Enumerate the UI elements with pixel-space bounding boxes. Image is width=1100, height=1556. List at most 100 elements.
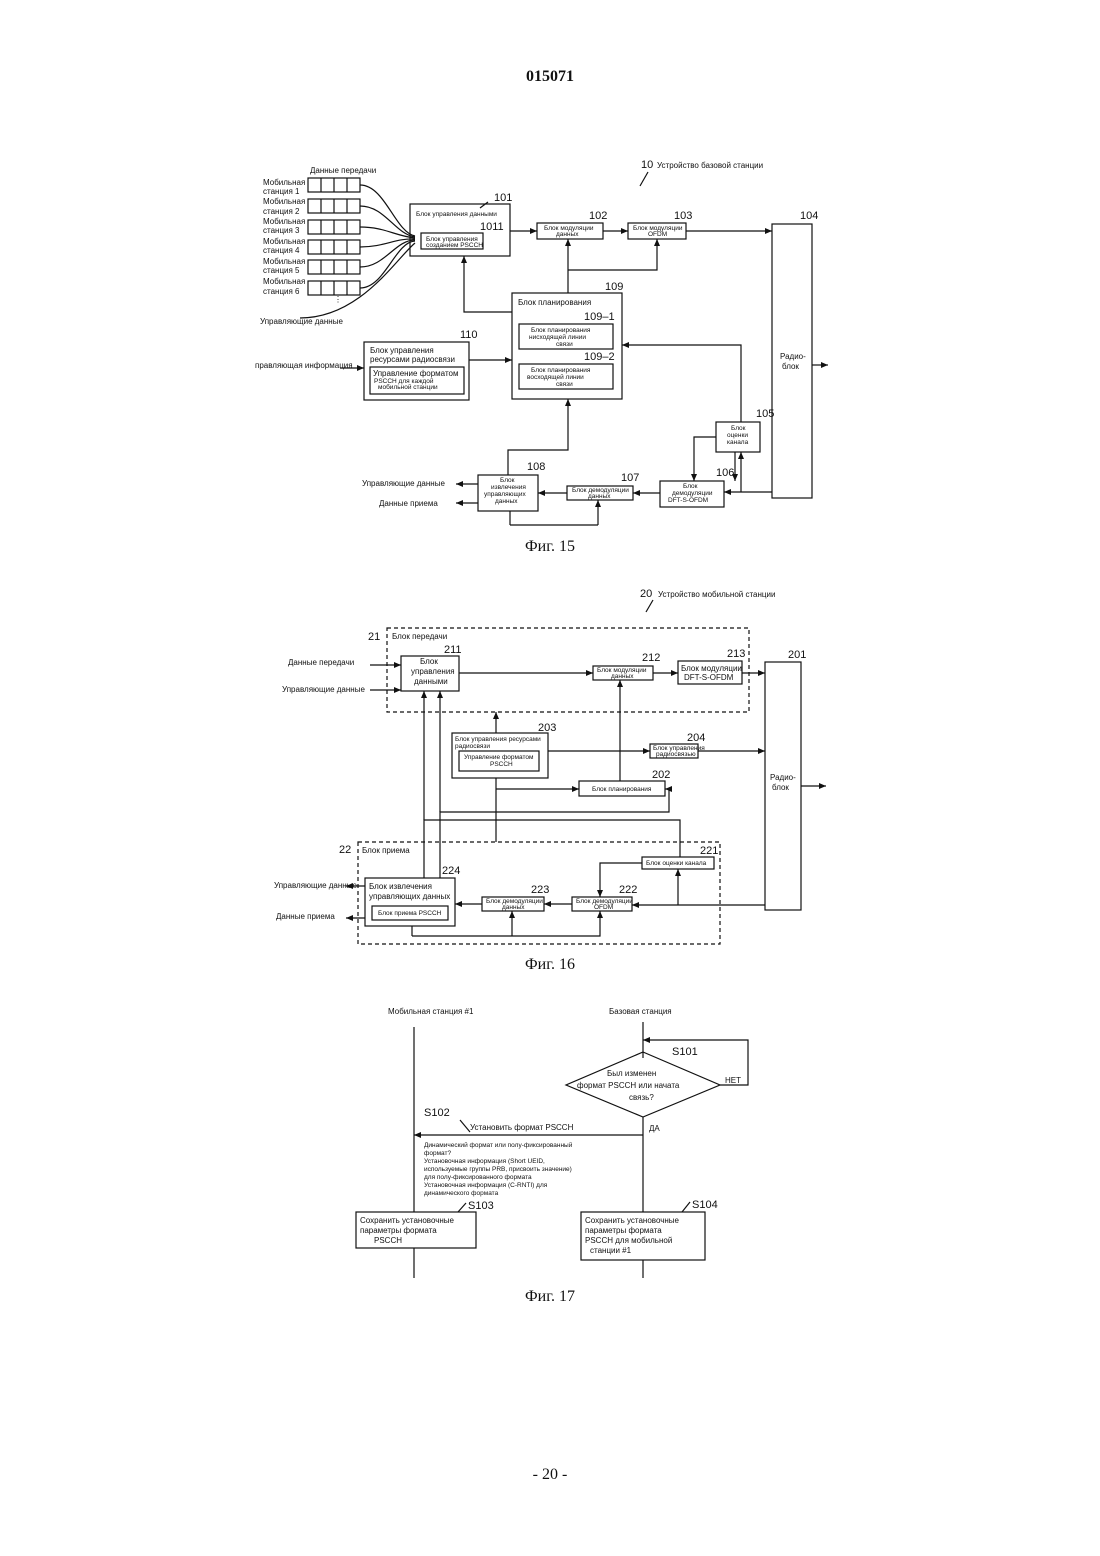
fig16-rx-label: Блок приема	[362, 846, 410, 855]
ms6-label-b: станция 6	[263, 287, 300, 296]
fig16-dd-b: данных	[502, 904, 525, 911]
ref-204: 204	[687, 732, 705, 744]
fig16-rrc-a: Блок управления ресурсами	[455, 736, 541, 743]
fig15-sched-label: Блок планирования	[518, 298, 591, 307]
ms3-label-a: Мобильная	[263, 217, 305, 226]
fig16-radio-b: блок	[772, 783, 789, 792]
step-s104: S104	[692, 1199, 718, 1211]
fig15-ctrl-out: Управляющие данные	[362, 479, 445, 488]
fig17-msg-1: формат?	[424, 1150, 451, 1157]
fig17-dec-a: Был изменен	[607, 1069, 656, 1078]
ref-105: 105	[756, 408, 774, 420]
fig17-caption: Фиг. 17	[0, 1288, 1100, 1306]
fig16-ctrl-data-in: Управляющие данные	[282, 685, 365, 694]
ms2-label-a: Мобильная	[263, 197, 305, 206]
fig17-s104-a: Сохранить установочные	[585, 1216, 680, 1225]
ref-109-1: 109–1	[584, 311, 615, 323]
ms2-label-b: станция 2	[263, 207, 300, 216]
fig16-od-b: OFDM	[594, 904, 613, 911]
ms1-label-b: станция 1	[263, 187, 300, 196]
fig15-dl-a: Блок планирования	[531, 327, 591, 334]
fig15-ext-d: данных	[495, 498, 518, 505]
fig16-sched-label: Блок планирования	[592, 786, 652, 793]
ref-107: 107	[621, 472, 639, 484]
fig17-s104-c: PSCCH для мобильной	[585, 1236, 672, 1245]
ref-109: 109	[605, 281, 623, 293]
ms4-label-a: Мобильная	[263, 237, 305, 246]
fig15-radio-b: блок	[782, 362, 799, 371]
ref-1011: 1011	[480, 221, 504, 233]
ref-221: 221	[700, 845, 718, 857]
fig15-ul-a: Блок планирования	[531, 367, 591, 374]
fig15-fmt-c: мобильной станции	[378, 383, 438, 391]
ref-106: 106	[716, 467, 734, 479]
fig15-data-ctrl-label: Блок управления данными	[416, 211, 497, 218]
fig16-rx-out: Данные приема	[276, 912, 335, 921]
svg-text:⋮: ⋮	[334, 295, 342, 304]
fig17-msg-2: Установочная информация (Short UEID,	[424, 1158, 545, 1165]
fig15-ce-a: Блок	[731, 425, 746, 432]
fig16-tx-data-in: Данные передачи	[288, 658, 354, 667]
fig17-s103-a: Сохранить установочные	[360, 1216, 455, 1225]
fig16-device-ref: 20	[640, 588, 652, 600]
ms6-label-a: Мобильная	[263, 277, 305, 286]
fig17-msg-0: Динамический формат или полу-фиксированн…	[424, 1141, 573, 1149]
fig15-dfts-c: DFT-S-OFDM	[668, 497, 708, 504]
fig15-mod-data-b: данных	[556, 231, 579, 238]
fig15-dfts-b: демодуляции	[672, 490, 713, 497]
fig15-rrc-a: Блок управления	[370, 346, 434, 355]
fig16-rc-b: радиосвязью	[656, 751, 696, 758]
fig16-md-b: данных	[611, 673, 634, 680]
fig17-msg-6: динамического формата	[424, 1190, 499, 1197]
ref-109-2: 109–2	[584, 351, 615, 363]
fig15-control-info-in: правляющая информация	[255, 361, 353, 370]
ref-212: 212	[642, 652, 660, 664]
fig17-msg-4: для полу-фиксированного формата	[424, 1174, 532, 1181]
fig16-dc-a: Блок	[420, 657, 438, 666]
fig17-s103-c: PSCCH	[374, 1236, 402, 1245]
fig17-s104-d: станции #1	[590, 1246, 632, 1255]
fig15-device-ref: 10	[641, 159, 653, 171]
fig15-mobile-station-labels: Мобильная станция 1 Мобильная станция 2 …	[260, 178, 343, 326]
fig16-ce-label: Блок оценки канала	[646, 860, 707, 867]
fig16-caption: Фиг. 16	[0, 956, 1100, 974]
ref-103: 103	[674, 210, 692, 222]
fig15-ul-b: восходящей линии	[527, 373, 584, 381]
ref-223: 223	[531, 884, 549, 896]
figure-17: Мобильная станция #1 Базовая станция Был…	[356, 1007, 748, 1278]
fig15-dfts-a: Блок	[683, 483, 698, 490]
fig15-tx-data-label: Данные передачи	[310, 166, 376, 175]
step-s103: S103	[468, 1200, 494, 1212]
ms3-label-b: станция 3	[263, 226, 300, 235]
fig15-radio-a: Радио-	[780, 352, 806, 361]
fig15-dl-b: нисходящей линии	[529, 333, 586, 341]
ref-222: 222	[619, 884, 637, 896]
fig16-fmt-b: PSCCH	[490, 761, 513, 768]
fig15-fmt-a: Управление форматом	[373, 369, 458, 378]
fig16-pscch-rx: Блок приема PSCCH	[378, 910, 442, 917]
fig15-radio-block	[772, 224, 812, 498]
fig15-caption: Фиг. 15	[0, 538, 1100, 556]
ref-101: 101	[494, 192, 512, 204]
fig17-mobile-label: Мобильная станция #1	[388, 1007, 474, 1016]
fig16-tx-label: Блок передачи	[392, 632, 447, 641]
fig16-tx-ref: 21	[368, 631, 380, 643]
fig15-rrc-b: ресурсами радиосвязи	[370, 355, 455, 364]
fig15-ext-c: управляющих	[484, 491, 526, 498]
ref-104: 104	[800, 210, 818, 222]
fig17-no: НЕТ	[725, 1076, 741, 1085]
fig16-ex-b: управляющих данных	[369, 892, 450, 901]
fig16-fmt-a: Управление форматом	[464, 754, 534, 761]
ms5-label-a: Мобильная	[263, 257, 305, 266]
fig16-ex-a: Блок извлечения	[369, 882, 432, 891]
ref-108: 108	[527, 461, 545, 473]
ms4-label-b: станция 4	[263, 246, 300, 255]
fig16-dm-a: Блок модуляции	[681, 664, 742, 673]
ms1-label-a: Мобильная	[263, 178, 305, 187]
ref-224: 224	[442, 865, 460, 877]
figure-15: 10 Устройство базовой станции Данные пер…	[255, 159, 828, 525]
fig17-s104-b: параметры формата	[585, 1226, 662, 1235]
ms5-label-b: станция 5	[263, 266, 300, 275]
fig16-dm-b: DFT-S-OFDM	[684, 673, 734, 682]
fig17-dec-c: связь?	[629, 1093, 654, 1102]
